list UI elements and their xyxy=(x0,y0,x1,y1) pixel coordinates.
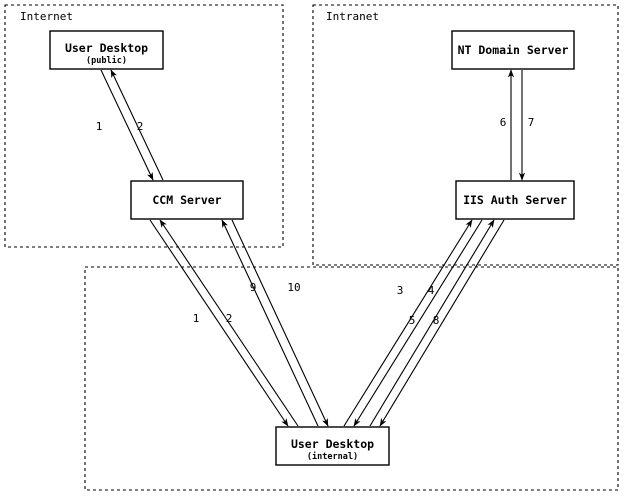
node-box-user-desktop-public[interactable] xyxy=(49,30,164,70)
node-title-user-desktop-public: User Desktop xyxy=(65,41,148,55)
flow-line-step-8-iis-to-internal xyxy=(379,219,505,427)
flow-line-step-10-ccm-to-internal xyxy=(231,219,329,427)
step-label-mid-right-3: 3 xyxy=(397,284,404,297)
flow-line-step-4-iis-to-internal xyxy=(353,219,483,427)
node-title-nt-domain-server: NT Domain Server xyxy=(458,43,569,57)
zone-internet-boundary xyxy=(4,4,284,248)
step-label-vertical-6: 6 xyxy=(500,116,507,129)
node-subtitle-user-desktop-public: (public) xyxy=(86,55,127,66)
flow-line-step-2-ccm-to-public xyxy=(110,69,164,181)
step-label-mid-right-5: 5 xyxy=(409,314,416,327)
flow-line-step-1-ccm-to-internal xyxy=(149,219,289,427)
step-label-top-left-2: 2 xyxy=(137,120,144,133)
flow-line-step-2-internal-to-ccm xyxy=(159,219,299,427)
flow-line-step-3-internal-to-iis xyxy=(343,219,473,427)
step-label-vertical-7: 7 xyxy=(528,116,535,129)
flow-group-public-ccm xyxy=(100,69,164,181)
node-box-iis-auth-server[interactable] xyxy=(455,180,575,220)
node-nt-domain-server[interactable]: NT Domain Server xyxy=(451,30,575,70)
flow-group-internal-iis-58 xyxy=(369,219,505,427)
zone-intranet-boundary xyxy=(312,4,619,266)
node-box-ccm-server[interactable] xyxy=(130,180,244,220)
node-box-nt-domain-server[interactable] xyxy=(451,30,575,70)
flow-group-iis-nt xyxy=(507,69,526,181)
flow-group-ccm-internal-910 xyxy=(221,219,329,427)
node-iis-auth-server[interactable]: IIS Auth Server xyxy=(455,180,575,220)
node-title-user-desktop-internal: User Desktop xyxy=(291,437,374,451)
step-label-mid-left-2: 2 xyxy=(226,312,233,325)
step-label-top-left-1: 1 xyxy=(96,120,103,133)
step-label-mid-right-4: 4 xyxy=(428,284,435,297)
node-title-ccm-server: CCM Server xyxy=(152,193,221,207)
node-title-iis-auth-server: IIS Auth Server xyxy=(463,193,567,207)
zone-boundaries xyxy=(4,4,619,491)
flow-group-ccm-internal-12 xyxy=(149,219,299,427)
node-ccm-server[interactable]: CCM Server xyxy=(130,180,244,220)
step-label-mid-left-1: 1 xyxy=(193,312,200,325)
node-box-user-desktop-internal[interactable] xyxy=(275,426,390,466)
step-number-labels: 1 2 1 2 9 10 3 4 5 8 6 7 xyxy=(96,116,535,327)
zone-internal-boundary xyxy=(84,266,619,491)
flow-line-step-5-internal-to-iis xyxy=(369,219,495,427)
node-user-desktop-public[interactable]: User Desktop (public) xyxy=(49,30,164,70)
node-subtitle-user-desktop-internal: (internal) xyxy=(307,451,358,462)
flow-line-step-9-internal-to-ccm xyxy=(221,219,319,427)
flow-group-internal-iis-34 xyxy=(343,219,483,427)
flow-line-step-1-public-to-ccm xyxy=(100,69,154,181)
step-label-mid-center-9: 9 xyxy=(250,281,257,294)
node-user-desktop-internal[interactable]: User Desktop (internal) xyxy=(275,426,390,466)
step-label-mid-right-8: 8 xyxy=(433,314,440,327)
zone-label-intranet: Intranet xyxy=(326,10,379,23)
step-label-mid-center-10: 10 xyxy=(287,281,300,294)
zone-label-internet: Internet xyxy=(20,10,73,23)
